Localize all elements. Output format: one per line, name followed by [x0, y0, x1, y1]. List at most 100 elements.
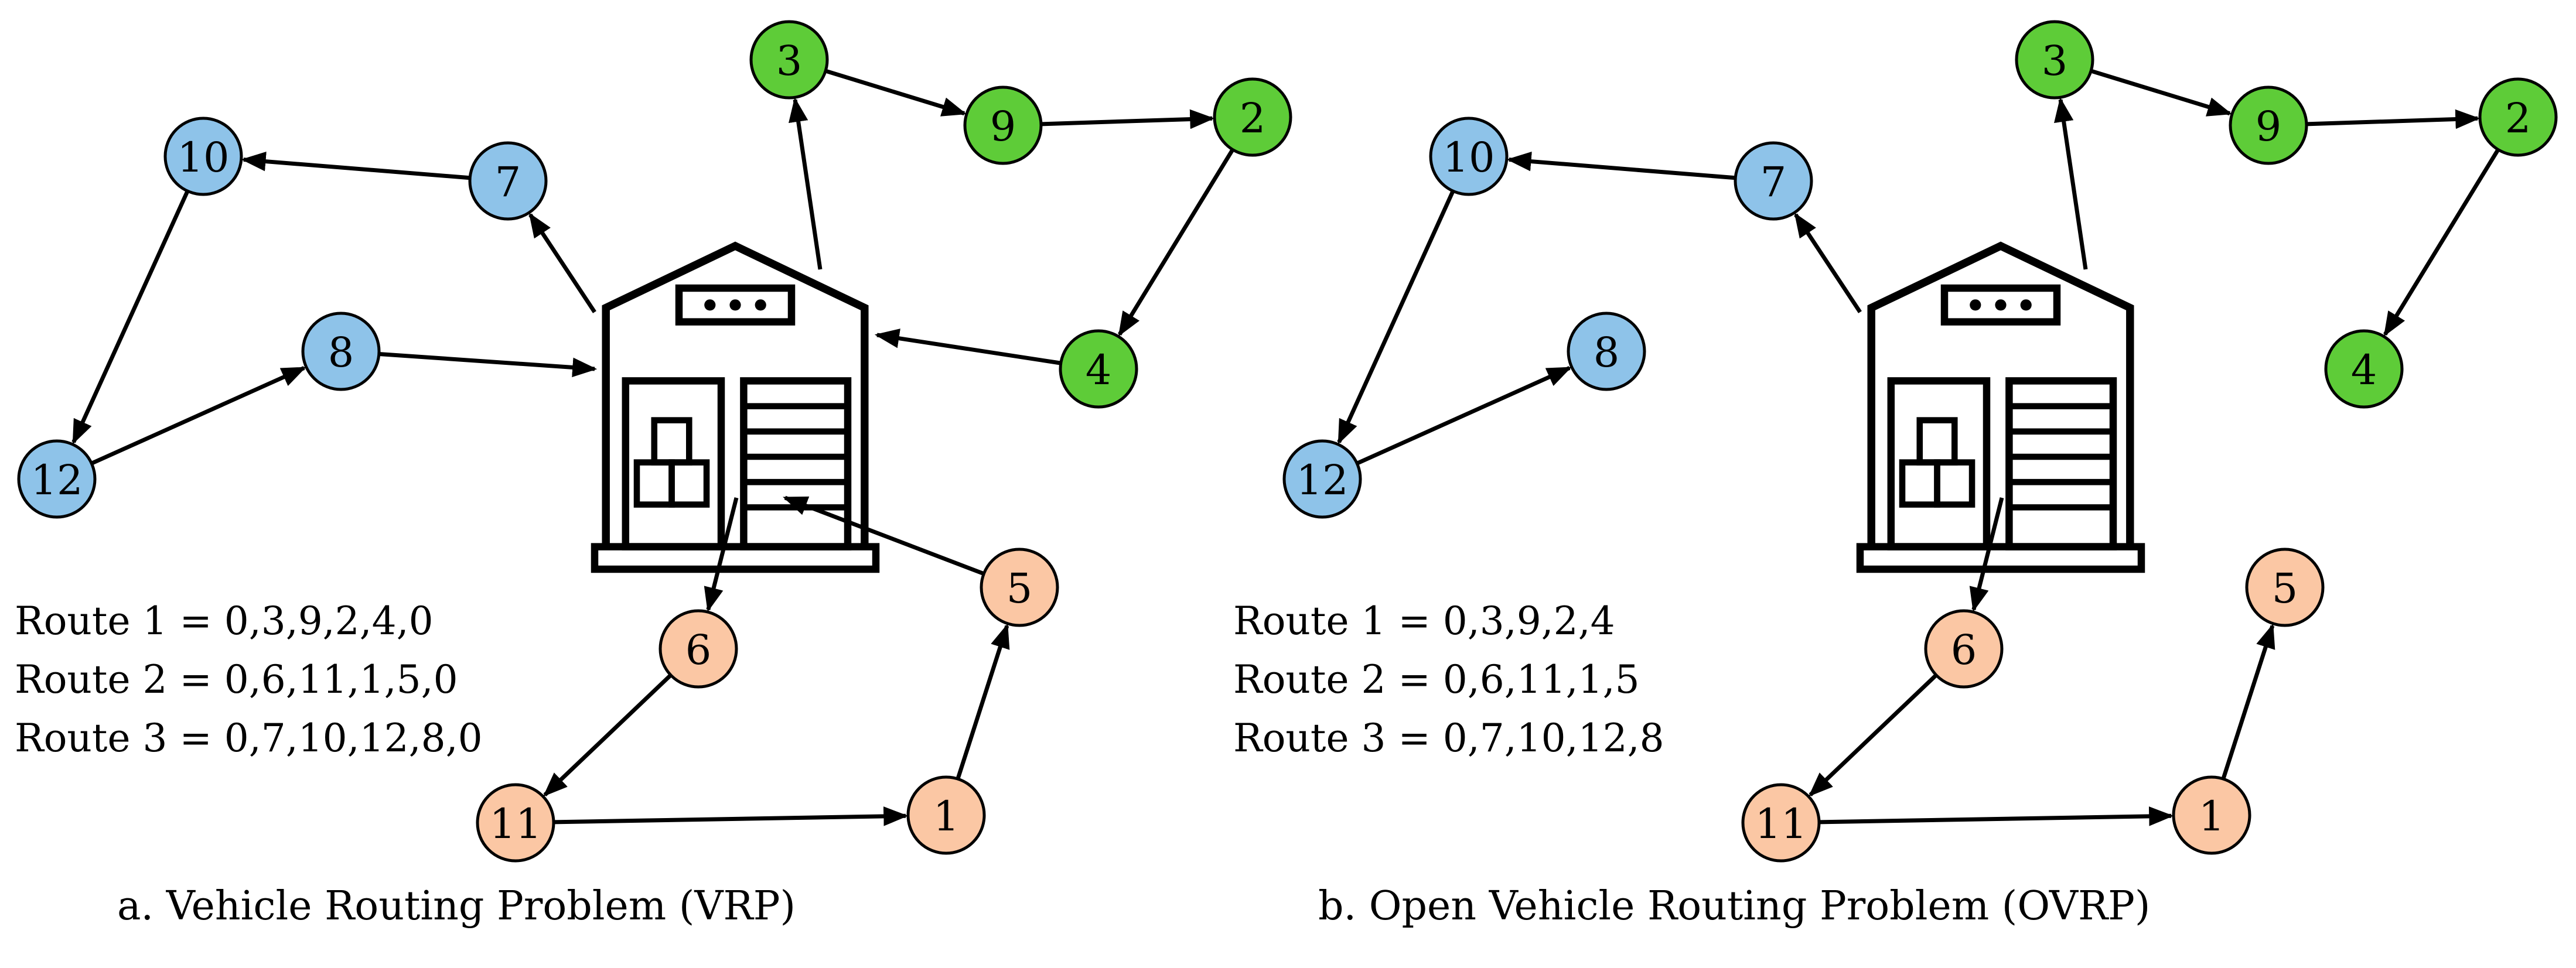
node-label: 1 — [933, 792, 960, 840]
route-arrow — [543, 673, 673, 797]
route-arrow — [1040, 109, 1215, 129]
customer-node-10: 10 — [163, 117, 243, 196]
route-arrow — [241, 151, 470, 180]
node-label: 10 — [1442, 134, 1495, 182]
route-arrow — [1506, 151, 1736, 180]
panel-caption: b. Open Vehicle Routing Problem (OVRP) — [1318, 883, 2150, 929]
node-label: 9 — [990, 102, 1016, 150]
customer-node-12: 12 — [17, 439, 97, 519]
customer-node-5: 5 — [980, 548, 1059, 627]
node-label: 3 — [2042, 37, 2068, 85]
customer-node-10: 10 — [1429, 117, 1509, 196]
node-circle — [1213, 77, 1292, 157]
route-3-text: Route 3 = 0,7,10,12,8 — [1233, 716, 1664, 761]
customer-node-7: 7 — [468, 141, 548, 221]
route-arrow — [1818, 806, 2174, 826]
node-circle — [1567, 312, 1646, 391]
node-circle — [1282, 439, 1362, 519]
node-circle — [906, 775, 986, 855]
node-label: 5 — [1006, 565, 1033, 613]
node-circle — [1059, 329, 1138, 409]
customer-node-6: 6 — [658, 609, 738, 689]
node-label: 2 — [1240, 94, 1266, 142]
node-circle — [2245, 548, 2325, 627]
route-arrow — [1808, 673, 1938, 797]
node-circle — [963, 85, 1043, 165]
node-label: 11 — [1755, 800, 1807, 848]
route-arrow — [2383, 148, 2500, 337]
node-circle — [1924, 609, 2004, 689]
route-arrow — [528, 213, 596, 313]
route-arrow — [825, 69, 967, 117]
node-label: 1 — [2199, 792, 2225, 840]
node-label: 6 — [1951, 626, 1977, 674]
node-circle — [301, 312, 381, 391]
route-arrow — [1969, 497, 2004, 613]
warehouse-icon — [595, 246, 876, 569]
node-circle — [2015, 20, 2094, 100]
node-label: 4 — [1086, 346, 1112, 394]
customer-node-3: 3 — [2015, 20, 2094, 100]
customer-node-4: 4 — [2324, 329, 2404, 409]
node-circle — [476, 783, 555, 863]
route-arrow — [1356, 366, 1572, 466]
node-label: 3 — [776, 37, 803, 85]
node-circle — [2229, 85, 2308, 165]
customer-node-8: 8 — [301, 312, 381, 391]
route-arrow — [553, 806, 909, 826]
node-label: 8 — [328, 329, 354, 377]
customer-node-4: 4 — [1059, 329, 1138, 409]
customer-node-9: 9 — [2229, 85, 2308, 165]
node-circle — [1734, 141, 1813, 221]
node-label: 11 — [489, 800, 541, 848]
customer-node-2: 2 — [1213, 77, 1292, 157]
route-arrow — [1794, 213, 1862, 313]
node-circle — [658, 609, 738, 689]
route-arrow — [1337, 190, 1455, 444]
route-3-text: Route 3 = 0,7,10,12,8,0 — [15, 716, 483, 761]
route-arrow — [956, 623, 1010, 780]
node-label: 7 — [1760, 158, 1787, 206]
node-circle — [17, 439, 97, 519]
node-circle — [2324, 329, 2404, 409]
node-circle — [468, 141, 548, 221]
node-label: 6 — [685, 626, 712, 674]
customer-node-1: 1 — [2172, 775, 2251, 855]
route-edges — [1337, 69, 2500, 826]
customer-node-6: 6 — [1924, 609, 2004, 689]
customer-node-9: 9 — [963, 85, 1043, 165]
node-label: 12 — [30, 456, 83, 504]
route-1-text: Route 1 = 0,3,9,2,4,0 — [15, 598, 434, 644]
node-label: 7 — [495, 158, 521, 206]
customer-node-5: 5 — [2245, 548, 2325, 627]
node-circle — [2478, 77, 2558, 157]
route-arrow — [874, 329, 1062, 365]
node-label: 5 — [2272, 565, 2298, 613]
node-label: 4 — [2351, 346, 2377, 394]
node-label: 10 — [177, 134, 229, 182]
route-arrow — [704, 497, 739, 613]
node-circle — [980, 548, 1059, 627]
route-arrow — [2090, 69, 2233, 117]
node-circle — [1429, 117, 1509, 196]
route-2-text: Route 2 = 0,6,11,1,5 — [1233, 657, 1640, 702]
route-2-text: Route 2 = 0,6,11,1,5,0 — [15, 657, 458, 702]
warehouse-icon — [1860, 246, 2141, 569]
route-arrow — [378, 352, 598, 378]
node-circle — [1741, 783, 1821, 863]
node-label: 9 — [2256, 102, 2282, 150]
customer-node-8: 8 — [1567, 312, 1646, 391]
node-label: 8 — [1594, 329, 1620, 377]
node-label: 2 — [2505, 94, 2531, 142]
route-arrow — [2054, 97, 2088, 270]
customer-node-11: 11 — [476, 783, 555, 863]
customer-node-2: 2 — [2478, 77, 2558, 157]
route-arrow — [1118, 148, 1235, 337]
customer-node-11: 11 — [1741, 783, 1821, 863]
route-arrow — [2306, 109, 2481, 129]
